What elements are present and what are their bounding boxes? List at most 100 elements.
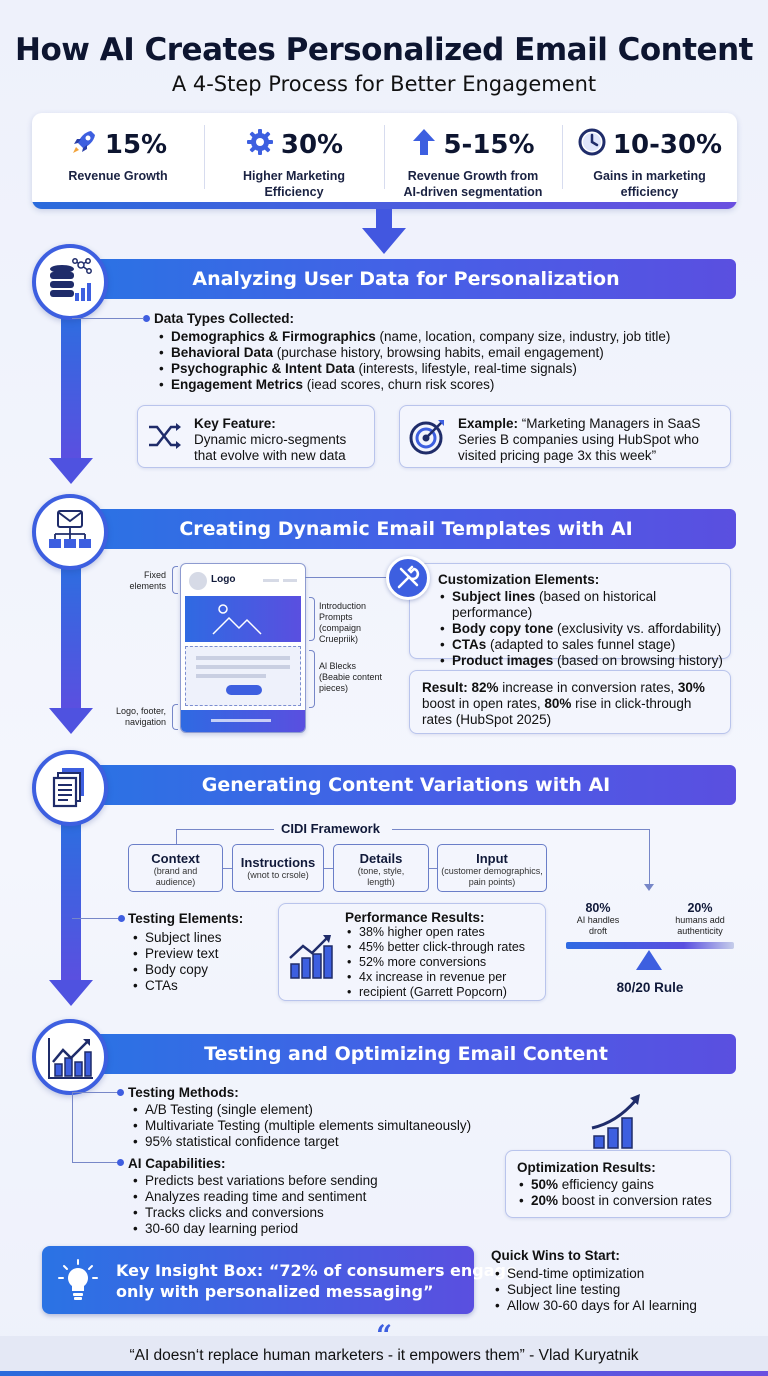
stat-efficiency-gains: 10-30% Gains in marketing efficiency [562,113,737,202]
lightbulb-icon [56,1258,100,1307]
stat-segmentation-growth: 5-15% Revenue Growth from AI-driven segm… [384,113,562,202]
stat-label: Efficiency [264,185,324,199]
stat-value: 10-30% [612,130,723,160]
list-item: 4x increase in revenue per [345,970,545,985]
page-subtitle: A 4-Step Process for Better Engagement [171,72,597,96]
testing-elements-list: Subject lines Preview text Body copy CTA… [131,930,271,994]
bar-chart-up-icon [287,932,337,985]
result-text: rates (HubSpot 2025) [422,712,552,727]
list-item: Analyzes reading time and sentiment [131,1189,491,1205]
result-text: Result: 82% increase in conversion rates… [422,680,705,695]
list-item: Subject lines (based on historical perfo… [438,589,730,621]
key-feature-text: Dynamic micro-segments [194,432,347,447]
down-arrow-icon [49,980,93,1006]
ai-blocks-placeholder [185,646,301,706]
rocket-icon [69,127,99,164]
customization-heading: Customization Elements: [438,572,600,587]
framework-title: CIDI Framework [281,821,380,836]
list-item: 45% better click-through rates [345,940,545,955]
key-feature-text: that evolve with new data [194,448,346,463]
stat-revenue-growth: 15% Revenue Growth [32,113,204,202]
testing-elements-heading: Testing Elements: [128,911,244,926]
result-text: boost in open rates, 80% rise in click-t… [422,696,692,711]
list-item: Psychographic & Intent Data (interests, … [157,361,747,377]
list-item: 38% higher open rates [345,925,545,940]
list-item: Send-time optimization [493,1266,753,1282]
quick-wins-list: Send-time optimization Subject line test… [493,1266,753,1314]
footer-quote: “AI doesn‘t replace human marketers - it… [0,1336,768,1376]
data-types-heading: Data Types Collected: [154,311,295,326]
framework-step-instructions: Instructions(wnot to crsole) [232,844,324,892]
down-arrow-icon [362,228,406,254]
optimization-list: 50% efficiency gains 20% boost in conver… [517,1177,727,1209]
ai-capabilities-heading: AI Capabilities: [128,1156,226,1171]
example-text: Example: “Marketing Managers in SaaS [458,416,701,431]
section-header-templates: Creating Dynamic Email Templates with AI [76,509,736,549]
key-feature-heading: Key Feature: [194,416,276,431]
database-icon [32,244,108,320]
data-types-list: Demographics & Firmographics (name, loca… [157,329,747,393]
example-text: Series B companies using HubSpot who [458,432,699,447]
down-arrow-icon [49,458,93,484]
stat-label: AI-driven segmentation [403,185,543,199]
list-item: 95% statistical confidence target [131,1134,531,1150]
list-item: 50% efficiency gains [517,1177,727,1193]
growth-chart-icon [32,1019,108,1095]
list-item: Behavioral Data (purchase history, brows… [157,345,747,361]
stat-label: Gains in marketing [593,169,706,183]
performance-card: Performance Results: 38% higher open rat… [278,903,546,1001]
list-item: Predicts best variations before sending [131,1173,491,1189]
section-header-testing: Testing and Optimizing Email Content [76,1034,736,1074]
fulcrum-icon [636,950,662,970]
shuffle-icon [146,418,182,459]
documents-icon [32,750,108,826]
stat-label: Revenue Growth from [407,169,539,183]
testing-methods-list: A/B Testing (single element) Multivariat… [131,1102,531,1150]
stat-label: efficiency [620,185,679,199]
stat-value: 15% [104,130,168,160]
framework-step-input: Input(customer demographics,pain points) [437,844,547,892]
key-insight-box: Key Insight Box: “72% of consumers engag… [42,1246,517,1314]
rule-label: 80/20 Rule [616,980,684,995]
page-title: How AI Creates Personalized Email Conten… [15,32,753,68]
stat-label: Revenue Growth [68,169,168,183]
list-item: 20% boost in conversion rates [517,1193,727,1209]
logo-placeholder [189,572,207,590]
connector-line [376,209,392,231]
clock-icon [577,127,607,164]
rule-human-value: 20% [687,901,713,915]
list-item: Subject line testing [493,1282,753,1298]
footer-label: Logo, footer,navigation [115,706,166,727]
rising-bars-icon [590,1092,646,1155]
section-header-variations: Generating Content Variations with AI [76,765,736,805]
footer-placeholder [181,710,305,732]
result-card: Result: 82% increase in conversion rates… [409,670,731,734]
list-item: Multivariate Testing (multiple elements … [131,1118,531,1134]
list-item: CTAs [131,978,271,994]
list-item: Tracks clicks and conversions [131,1205,491,1221]
list-item: A/B Testing (single element) [131,1102,531,1118]
testing-methods-heading: Testing Methods: [128,1085,239,1100]
insight-text: Key Insight Box: “72% of consumers engag… [116,1261,517,1301]
customization-card: Customization Elements: Subject lines (b… [409,563,731,669]
list-item: CTAs (adapted to sales funnel stage) [438,637,730,653]
down-arrow-icon [49,708,93,734]
gear-icon [245,127,275,164]
list-item: Product images (based on browsing histor… [438,653,730,669]
optimization-card: Optimization Results: 50% efficiency gai… [505,1150,731,1218]
stats-panel: 15% Revenue Growth 30% Higher Marketing … [32,113,737,209]
list-item: Body copy tone (exclusivity vs. affordab… [438,621,730,637]
example-text: visited pricing page 3x this week” [458,448,657,463]
stat-value: 5-15% [443,130,535,160]
rule-ai-value: 80% [585,901,611,915]
ai-capabilities-list: Predicts best variations before sending … [131,1173,491,1237]
list-item: Subject lines [131,930,271,946]
tools-icon [386,556,430,600]
example-card: Example: “Marketing Managers in SaaS Ser… [399,405,731,468]
